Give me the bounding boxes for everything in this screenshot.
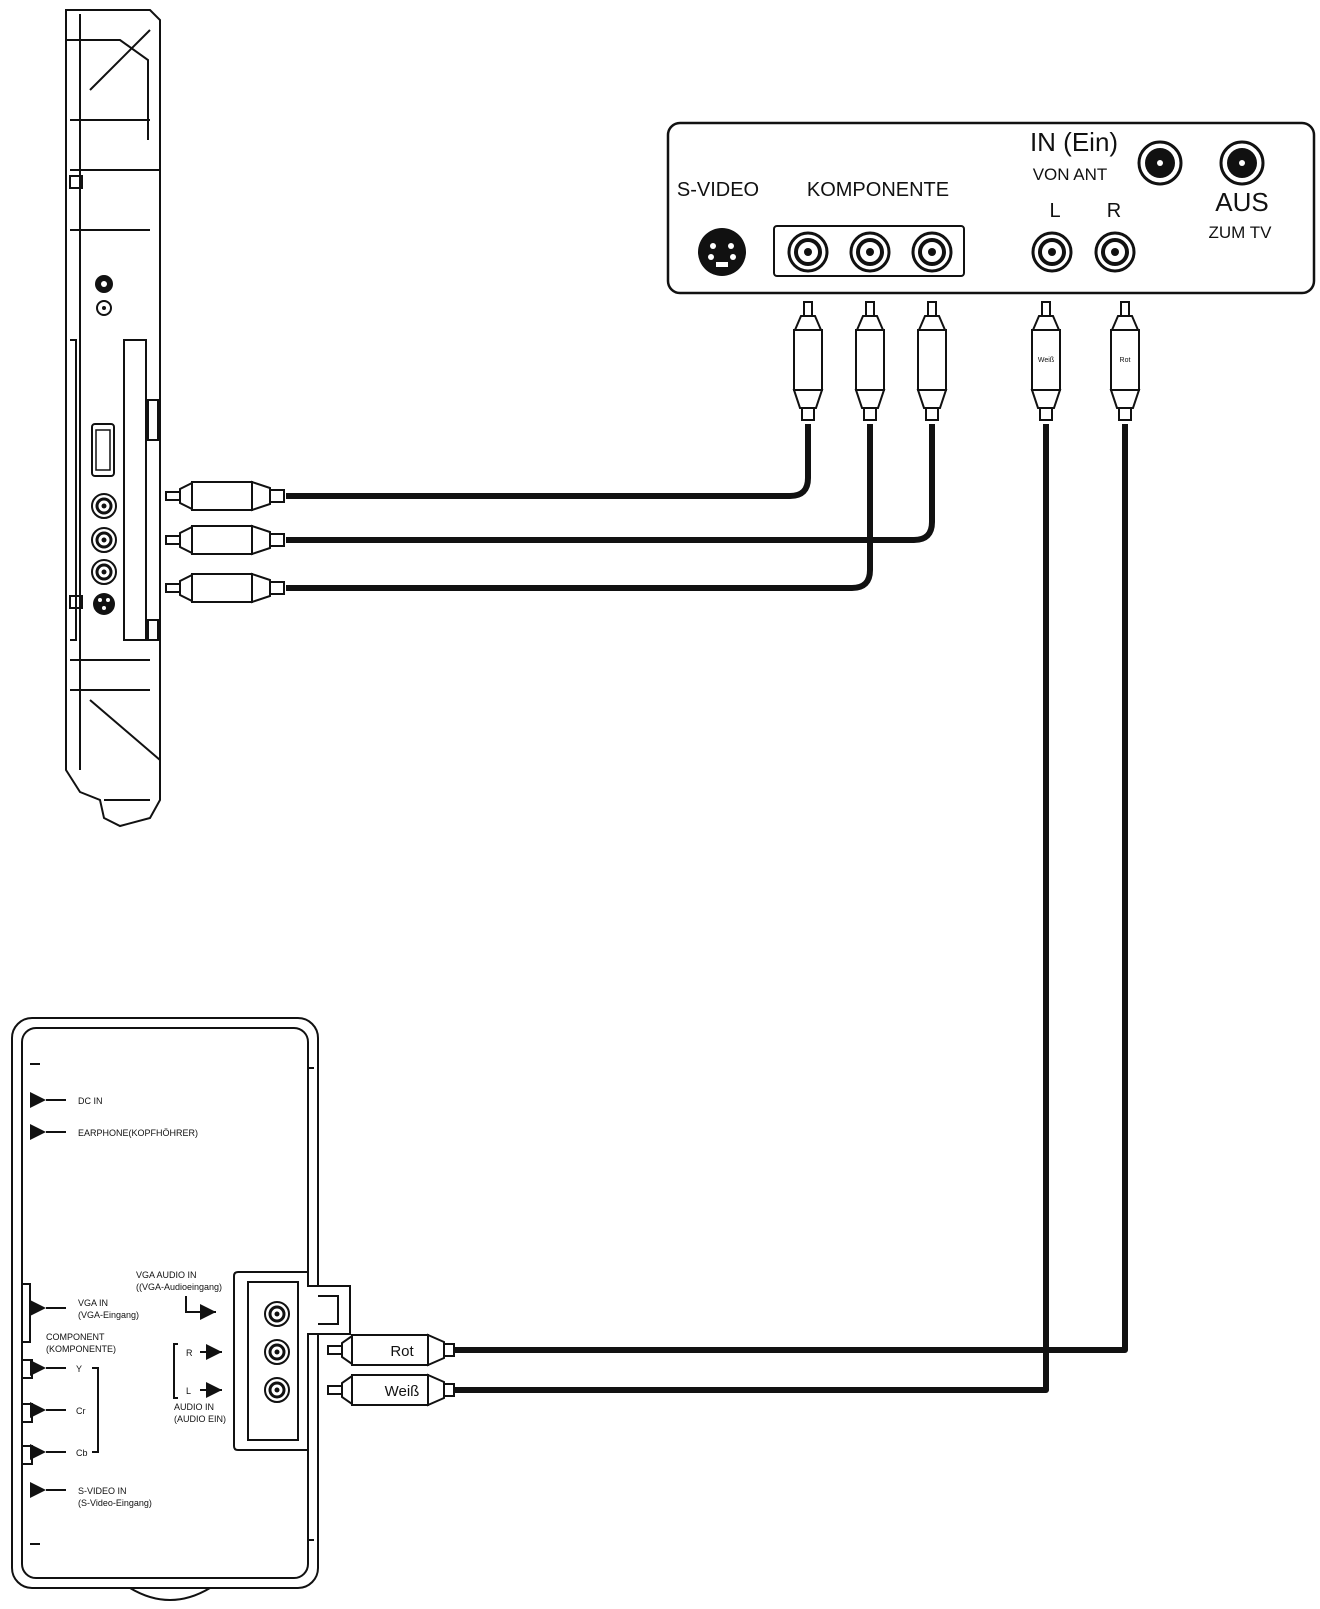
label-audio-r: R — [186, 1348, 193, 1358]
label-vga-in: VGA IN — [78, 1298, 108, 1308]
plug-side-3 — [165, 573, 285, 603]
player-red-plug-tag: Rot — [390, 1343, 414, 1360]
antenna-out-jack — [1219, 140, 1265, 186]
to-tv-label: ZUM TV — [1209, 223, 1273, 242]
audio-jack-right — [1094, 231, 1136, 273]
receiver-back-panel: S-VIDEO KOMPONENTE IN (Ein) VON ANT L R … — [666, 121, 1316, 295]
plug-side-2 — [165, 525, 285, 555]
player-vga-audio-jack — [263, 1300, 291, 1328]
label-component-de: (KOMPONENTE) — [46, 1344, 116, 1354]
player-white-plug-tag: Weiß — [385, 1383, 420, 1400]
label-component: COMPONENT — [46, 1332, 105, 1342]
tv-side-connectors — [90, 275, 118, 615]
player-labels: DC IN EARPHONE(KOPFHÖHRER) VGA IN (VGA-E… — [46, 1096, 226, 1508]
from-ant-label: VON ANT — [1033, 165, 1108, 184]
player-audio-r-jack — [263, 1338, 291, 1366]
player-audio-l-jack — [263, 1376, 291, 1404]
label-cr: Cr — [76, 1406, 86, 1416]
tv-side-view — [65, 9, 161, 828]
component-label: KOMPONENTE — [807, 179, 949, 201]
audio-jack-left — [1031, 231, 1073, 273]
label-y: Y — [76, 1364, 82, 1374]
plug-component-1 — [793, 301, 823, 421]
component-jack-y — [787, 231, 829, 273]
right-label: R — [1107, 200, 1121, 222]
in-label: IN (Ein) — [1030, 127, 1118, 157]
player-panel — [11, 1017, 351, 1601]
label-dc-in: DC IN — [78, 1096, 103, 1106]
label-audio-in: AUDIO IN — [174, 1402, 214, 1412]
svideo-jack — [698, 228, 746, 276]
label-svideo-in-de: (S-Video-Eingang) — [78, 1498, 152, 1508]
out-label: AUS — [1215, 187, 1268, 217]
label-audio-l: L — [186, 1386, 191, 1396]
label-vga-in-de: (VGA-Eingang) — [78, 1310, 139, 1320]
player-label-arrows — [29, 1092, 222, 1498]
label-earphone: EARPHONE(KOPFHÖHRER) — [78, 1128, 198, 1138]
plug-component-2 — [855, 301, 885, 421]
white-plug-tag: Weiß — [1038, 357, 1054, 364]
cables — [286, 424, 1128, 1393]
red-plug-tag: Rot — [1120, 357, 1131, 364]
plug-component-3 — [917, 301, 947, 421]
component-jack-cb — [911, 231, 953, 273]
label-cb: Cb — [76, 1448, 88, 1458]
component-jack-cr — [849, 231, 891, 273]
label-svideo-in: S-VIDEO IN — [78, 1486, 127, 1496]
left-label: L — [1049, 200, 1060, 222]
plug-side-1 — [165, 481, 285, 511]
label-vga-audio-in-de: ((VGA-Audioeingang) — [136, 1282, 222, 1292]
label-vga-audio-in: VGA AUDIO IN — [136, 1270, 197, 1280]
svideo-label: S-VIDEO — [677, 179, 759, 201]
label-audio-in-de: (AUDIO EIN) — [174, 1414, 226, 1424]
antenna-in-jack — [1137, 140, 1183, 186]
